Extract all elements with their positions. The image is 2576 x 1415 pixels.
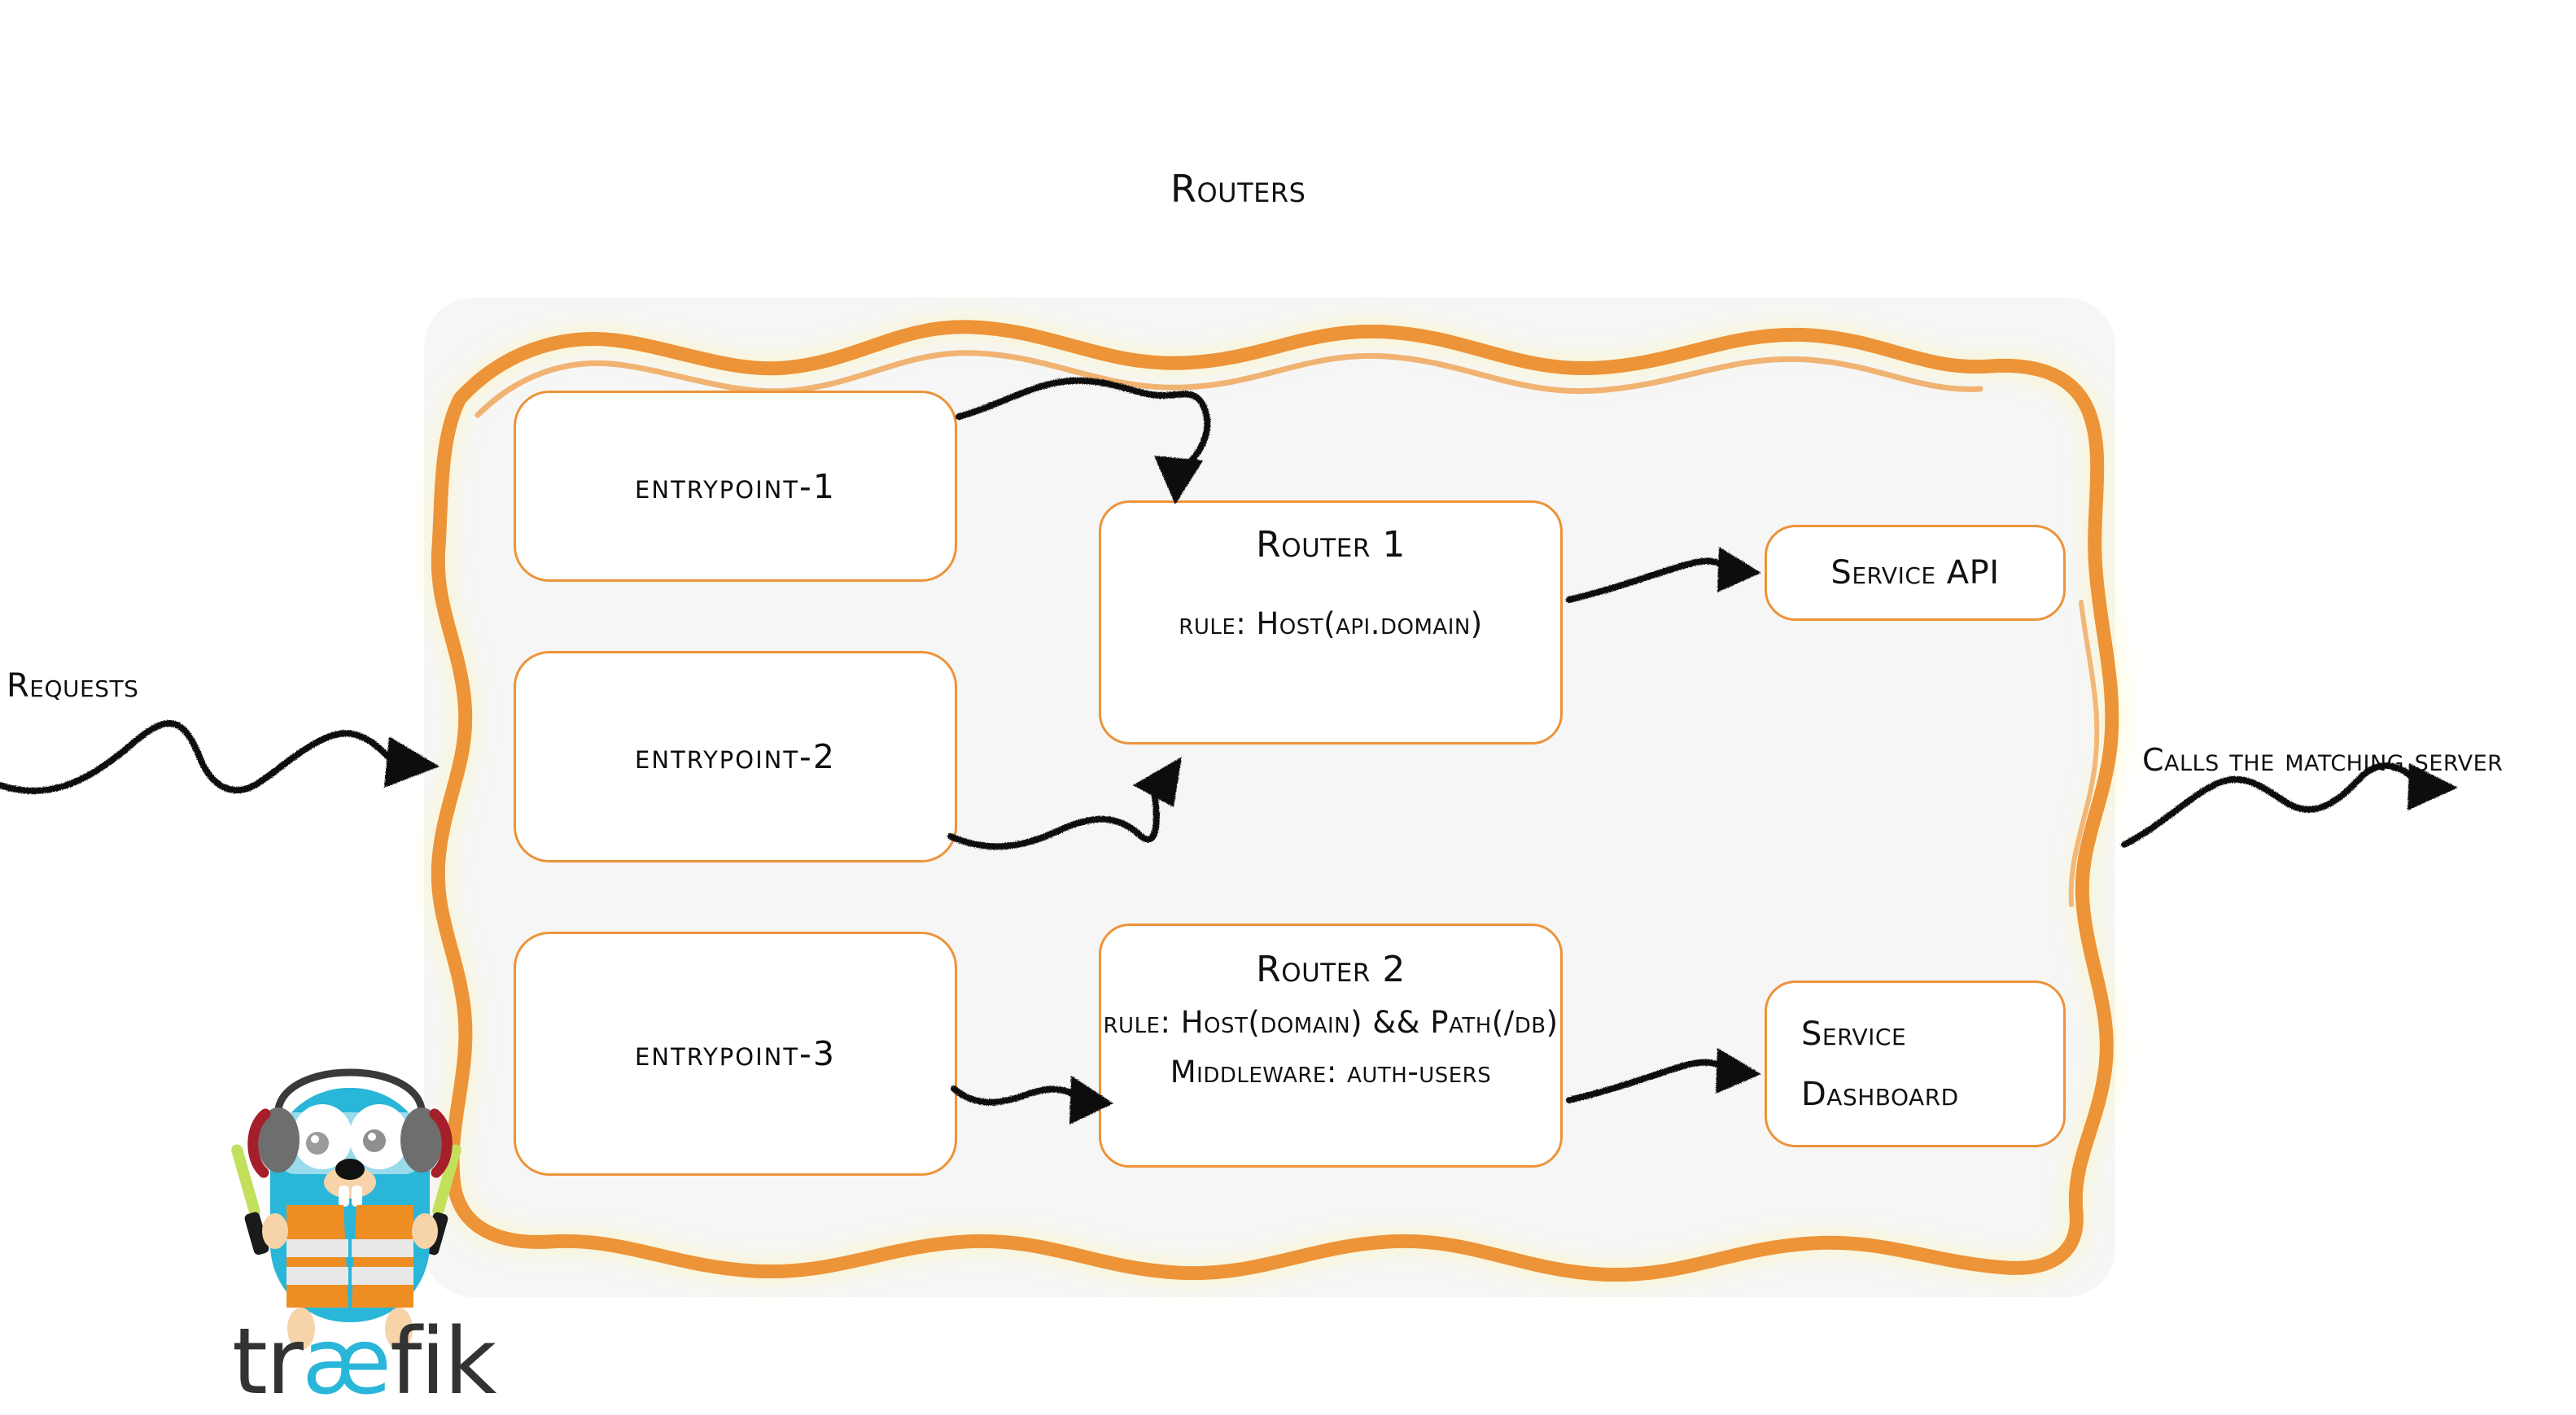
- router-2-box[interactable]: Router 2 rule: Host(domain) && Path(/db)…: [1099, 924, 1563, 1168]
- arrow-requests-in: [0, 720, 440, 794]
- router-2-title: Router 2: [1256, 949, 1406, 990]
- ear-protector-left: [247, 1107, 300, 1178]
- entrypoint-1-box[interactable]: entrypoint-1: [514, 391, 957, 582]
- service-dashboard-box[interactable]: Service Dashboard: [1765, 980, 2066, 1147]
- headphone-band-icon: [274, 1068, 426, 1113]
- page-title: Routers: [1170, 167, 1306, 211]
- tooth-left: [339, 1186, 349, 1207]
- snout: [324, 1166, 376, 1199]
- traefik-wordmark: træfik: [232, 1317, 496, 1408]
- router-2-middleware: Middleware: auth-users: [1170, 1055, 1492, 1090]
- service-api-box[interactable]: Service API: [1765, 525, 2066, 621]
- wordmark-suffix: fik: [389, 1309, 496, 1415]
- hand-left: [262, 1213, 288, 1249]
- service-dashboard-label-line2: Dashboard: [1801, 1075, 1959, 1113]
- service-api-label: Service API: [1830, 554, 2000, 592]
- entrypoint-3-label: entrypoint-3: [635, 1034, 836, 1073]
- entrypoint-3-box[interactable]: entrypoint-3: [514, 932, 957, 1176]
- entrypoint-2-box[interactable]: entrypoint-2: [514, 651, 957, 863]
- hand-right: [412, 1213, 438, 1249]
- router-1-title: Router 1: [1256, 524, 1406, 566]
- ear-protector-right: [400, 1107, 453, 1178]
- foot-left: [287, 1308, 315, 1350]
- router-1-rule: rule: Host(api.domain): [1179, 606, 1483, 641]
- router-1-box[interactable]: Router 1 rule: Host(api.domain): [1099, 500, 1563, 745]
- calls-the-matching-server-label: Calls the matching server: [2142, 742, 2504, 778]
- wand-left-icon: [231, 1144, 269, 1256]
- service-dashboard-label-line1: Service: [1801, 1015, 1907, 1053]
- tooth-right: [352, 1186, 362, 1207]
- requests-label: Requests: [7, 667, 139, 705]
- wordmark-prefix: tr: [232, 1309, 304, 1415]
- traefik-logo: [231, 1046, 464, 1408]
- entrypoint-1-label: entrypoint-1: [635, 466, 836, 506]
- entrypoint-2-label: entrypoint-2: [635, 737, 836, 776]
- foot-right: [385, 1308, 413, 1350]
- nose: [335, 1159, 365, 1180]
- wordmark-ligature: æ: [301, 1309, 391, 1415]
- safety-vest: [286, 1205, 413, 1308]
- router-2-rule: rule: Host(domain) && Path(/db): [1103, 1005, 1559, 1040]
